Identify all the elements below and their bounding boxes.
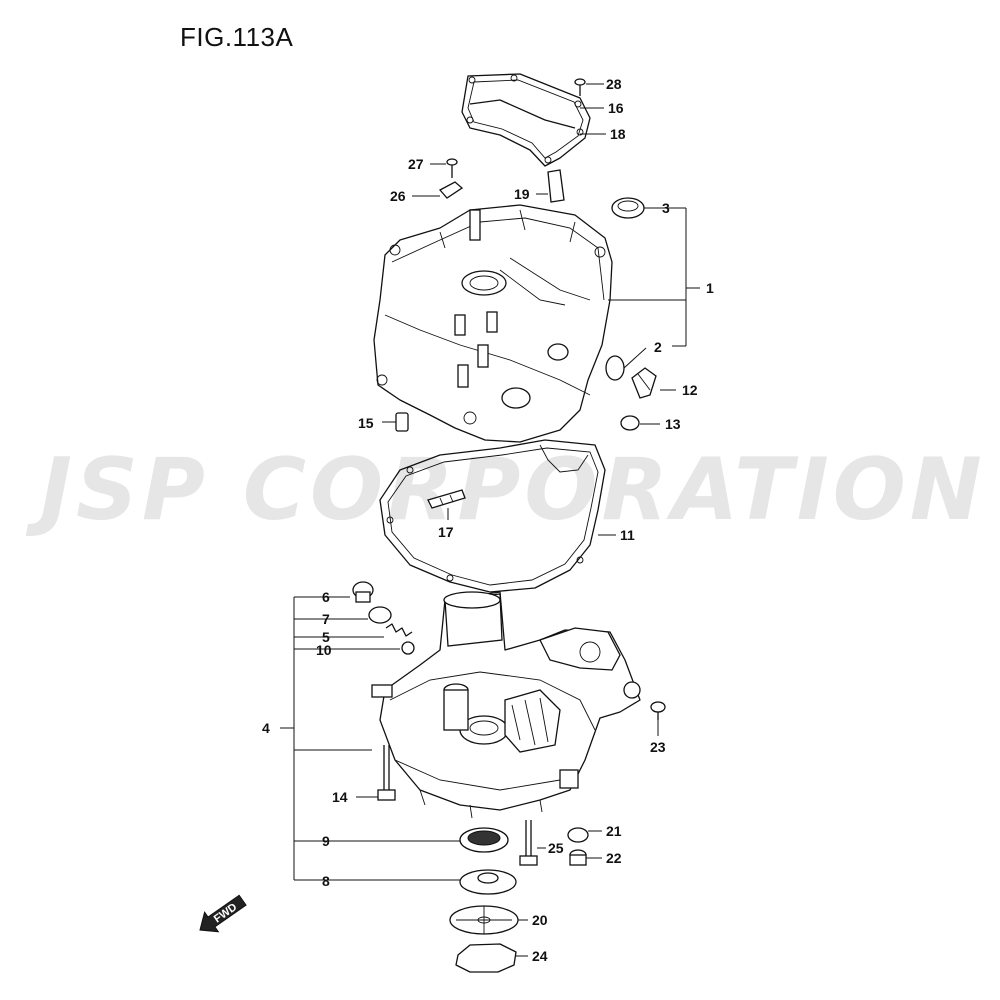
part-label-2: 2 xyxy=(654,339,662,355)
part-label-28: 28 xyxy=(606,76,622,92)
oil-seal-9-drawing xyxy=(459,827,509,853)
part-label-12: 12 xyxy=(682,382,698,398)
part-label-19: 19 xyxy=(514,186,530,202)
ball-10-drawing xyxy=(401,641,415,655)
gasket-24-drawing xyxy=(455,943,517,973)
part-label-1: 1 xyxy=(706,280,714,296)
part-label-3: 3 xyxy=(662,200,670,216)
part-label-9: 9 xyxy=(322,833,330,849)
part-label-11: 11 xyxy=(620,527,635,543)
plug-22-drawing xyxy=(569,849,587,866)
part-label-24: 24 xyxy=(532,948,548,964)
part-label-26: 26 xyxy=(390,188,406,204)
part-label-20: 20 xyxy=(532,912,548,928)
upper-case-drawing xyxy=(373,204,613,443)
screw-23-drawing xyxy=(650,701,666,720)
part-label-15: 15 xyxy=(358,415,374,431)
part-label-8: 8 xyxy=(322,873,330,889)
part-label-10: 10 xyxy=(316,642,332,658)
spring-5-drawing xyxy=(385,623,413,637)
plate-8-drawing xyxy=(459,869,517,895)
part-label-16: 16 xyxy=(608,100,624,116)
part-label-5: 5 xyxy=(322,629,330,645)
part-label-6: 6 xyxy=(322,589,330,605)
part-label-23: 23 xyxy=(650,739,666,755)
part-number-labels: 1 2 3 4 5 6 7 8 9 10 11 12 13 14 15 16 1… xyxy=(262,76,714,964)
part-label-25: 25 xyxy=(548,840,564,856)
washer-21-drawing xyxy=(567,827,589,843)
bolt-14-drawing xyxy=(377,745,396,801)
o-ring-2-drawing xyxy=(605,355,625,381)
o-ring-13-drawing xyxy=(620,415,640,431)
fwd-direction-marker: FWD xyxy=(199,894,247,933)
cover-plate-drawing xyxy=(461,73,591,167)
screw-28-drawing xyxy=(574,78,586,96)
washer-26-drawing xyxy=(438,181,464,199)
part-label-17: 17 xyxy=(438,524,454,540)
part-label-27: 27 xyxy=(408,156,424,172)
part-label-21: 21 xyxy=(606,823,622,839)
pipe-17-drawing xyxy=(427,489,466,509)
part-label-4: 4 xyxy=(262,720,270,736)
leader-lines xyxy=(280,83,700,957)
part-label-22: 22 xyxy=(606,850,622,866)
dowel-15-drawing xyxy=(395,412,409,432)
screen-20-drawing xyxy=(449,905,519,935)
plug-6-drawing xyxy=(352,581,374,603)
oil-seal-3-drawing xyxy=(611,197,645,219)
part-label-14: 14 xyxy=(332,789,348,805)
watermark: JSP CORPORATION xyxy=(40,440,986,540)
part-label-18: 18 xyxy=(610,126,626,142)
part-label-13: 13 xyxy=(665,416,681,432)
figure-title: FIG.113A xyxy=(180,22,294,52)
part-label-7: 7 xyxy=(322,611,330,627)
lower-case-drawing xyxy=(371,591,641,819)
screw-27-drawing xyxy=(446,158,458,178)
plug-12-drawing xyxy=(631,367,657,399)
washer-7-drawing xyxy=(368,606,392,624)
part-19-drawing xyxy=(547,169,565,203)
gasket-11-drawing xyxy=(379,439,606,593)
bolt-25-drawing xyxy=(519,820,538,866)
